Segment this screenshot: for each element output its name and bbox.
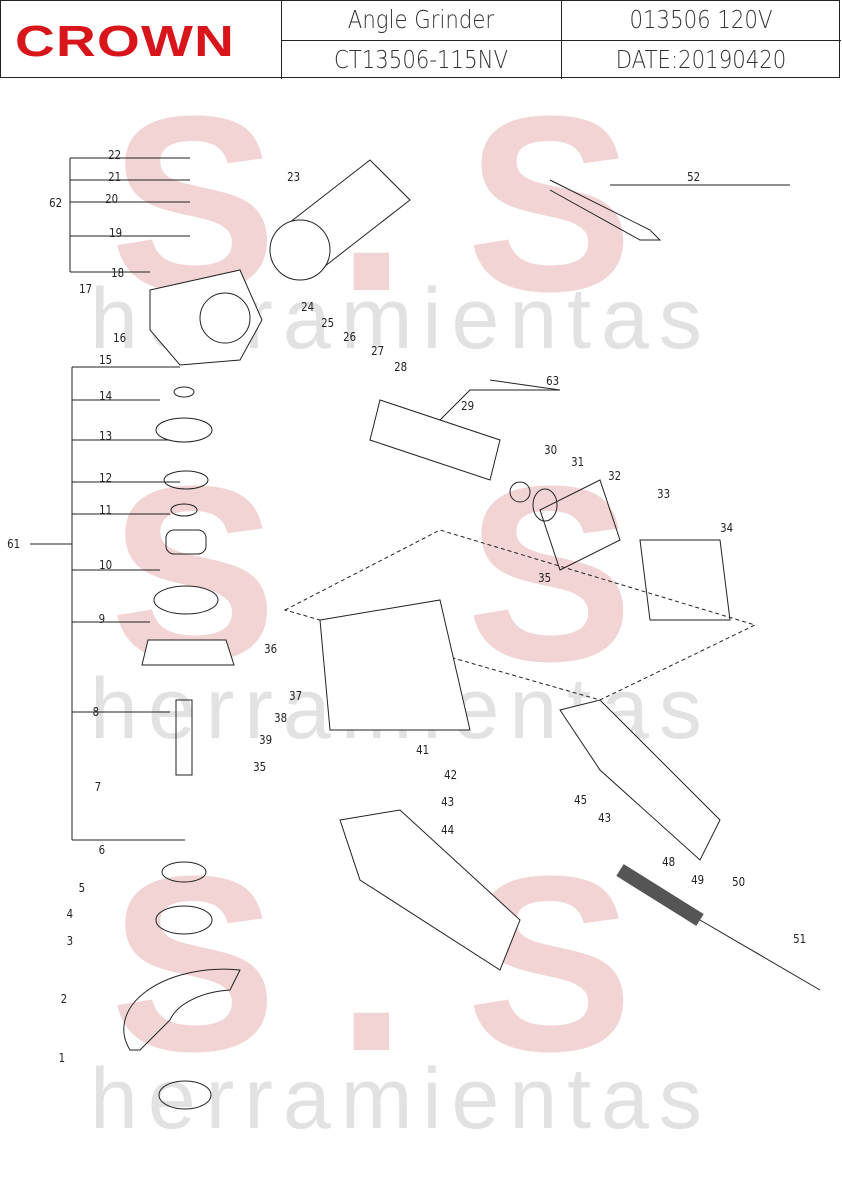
callout-12: 12 [99, 471, 113, 485]
spindle-8 [175, 699, 193, 776]
callout-21: 21 [108, 170, 122, 184]
callout-16: 16 [113, 331, 127, 345]
bearing-30 [509, 481, 531, 503]
callout-41: 41 [416, 743, 430, 757]
callout-38: 38 [274, 711, 288, 725]
callout-11: 11 [99, 503, 113, 517]
callout-10: 10 [99, 558, 113, 572]
wrench-52 [549, 179, 662, 241]
watermark-text: herramientas [90, 1051, 712, 1147]
callout-13: 13 [99, 429, 113, 443]
callout-44: 44 [441, 823, 455, 837]
washer-12 [170, 503, 198, 517]
callout-50: 50 [732, 875, 746, 889]
callout-22: 22 [108, 148, 122, 162]
title-block: CROWN Angle Grinder CT13506-115NV 013506… [0, 0, 841, 79]
circlip-13 [163, 470, 209, 490]
callout-45: 45 [574, 793, 588, 807]
motor-housing-34 [639, 539, 731, 621]
callout-63: 63 [546, 374, 560, 388]
callout-30: 30 [544, 443, 558, 457]
brand-logo: CROWN [15, 17, 236, 66]
handle-half-43-right [559, 699, 721, 861]
callout-8: 8 [92, 705, 100, 719]
code-voltage: 013506 120V [629, 5, 773, 34]
handle-half-43-left [339, 809, 521, 971]
callout-34: 34 [720, 521, 734, 535]
stator-32 [539, 479, 621, 571]
callout-31: 31 [571, 455, 585, 469]
callout-6: 6 [98, 843, 106, 857]
callout-24: 24 [301, 300, 315, 314]
callout-1: 1 [58, 1051, 66, 1065]
callout-9: 9 [98, 612, 106, 626]
wheel-guard-2 [123, 968, 241, 1051]
callout-52: 52 [687, 170, 701, 184]
callout-4: 4 [66, 907, 74, 921]
o-ring-10 [153, 585, 219, 615]
callout-18: 18 [111, 266, 125, 280]
callout-33: 33 [657, 487, 671, 501]
callout-51: 51 [793, 932, 807, 946]
callout-14: 14 [99, 389, 113, 403]
dashed-assembly-box [283, 529, 757, 701]
callout-27: 27 [371, 344, 385, 358]
part-5 [155, 905, 213, 935]
callout-5: 5 [78, 881, 86, 895]
callout-23: 23 [287, 170, 301, 184]
bearing-cover-9 [141, 639, 235, 666]
callout-7: 7 [94, 780, 102, 794]
callout-36: 36 [264, 642, 278, 656]
callout-17: 17 [79, 282, 93, 296]
grip-48 [616, 864, 704, 926]
callout-25: 25 [321, 316, 335, 330]
callout-35: 35 [538, 571, 552, 585]
callout-62: 62 [49, 196, 63, 210]
callout-2: 2 [60, 992, 68, 1006]
part-6 [161, 861, 207, 883]
housing-36 [319, 599, 471, 731]
callout-37: 37 [289, 689, 303, 703]
bearing-11 [165, 529, 207, 555]
bearing-plate-14 [155, 417, 213, 443]
callout-49: 49 [691, 873, 705, 887]
date: DATE:20190420 [615, 45, 787, 74]
callout-20: 20 [105, 192, 119, 206]
flange-nut-1 [158, 1080, 212, 1110]
callout-15: 15 [99, 353, 113, 367]
callout-43: 43 [441, 795, 455, 809]
bracket-61 [30, 366, 185, 841]
callout-32: 32 [608, 469, 622, 483]
bracket-62 [69, 157, 190, 273]
gear-head-housing [149, 269, 263, 366]
armature-29 [369, 399, 501, 481]
callout-35: 35 [253, 760, 267, 774]
callout-29: 29 [461, 399, 475, 413]
callout-61: 61 [7, 537, 21, 551]
callout-3: 3 [66, 934, 74, 948]
callout-26: 26 [343, 330, 357, 344]
callout-43: 43 [598, 811, 612, 825]
callout-39: 39 [259, 733, 273, 747]
product-name: Angle Grinder [347, 5, 495, 34]
model-number: CT13506-115NV [333, 45, 509, 74]
cord-51 [699, 919, 821, 991]
callout-28: 28 [394, 360, 408, 374]
callout-42: 42 [444, 768, 458, 782]
callout-48: 48 [662, 855, 676, 869]
bearing-15 [173, 386, 195, 398]
callout-19: 19 [109, 226, 123, 240]
part-31 [532, 488, 558, 522]
